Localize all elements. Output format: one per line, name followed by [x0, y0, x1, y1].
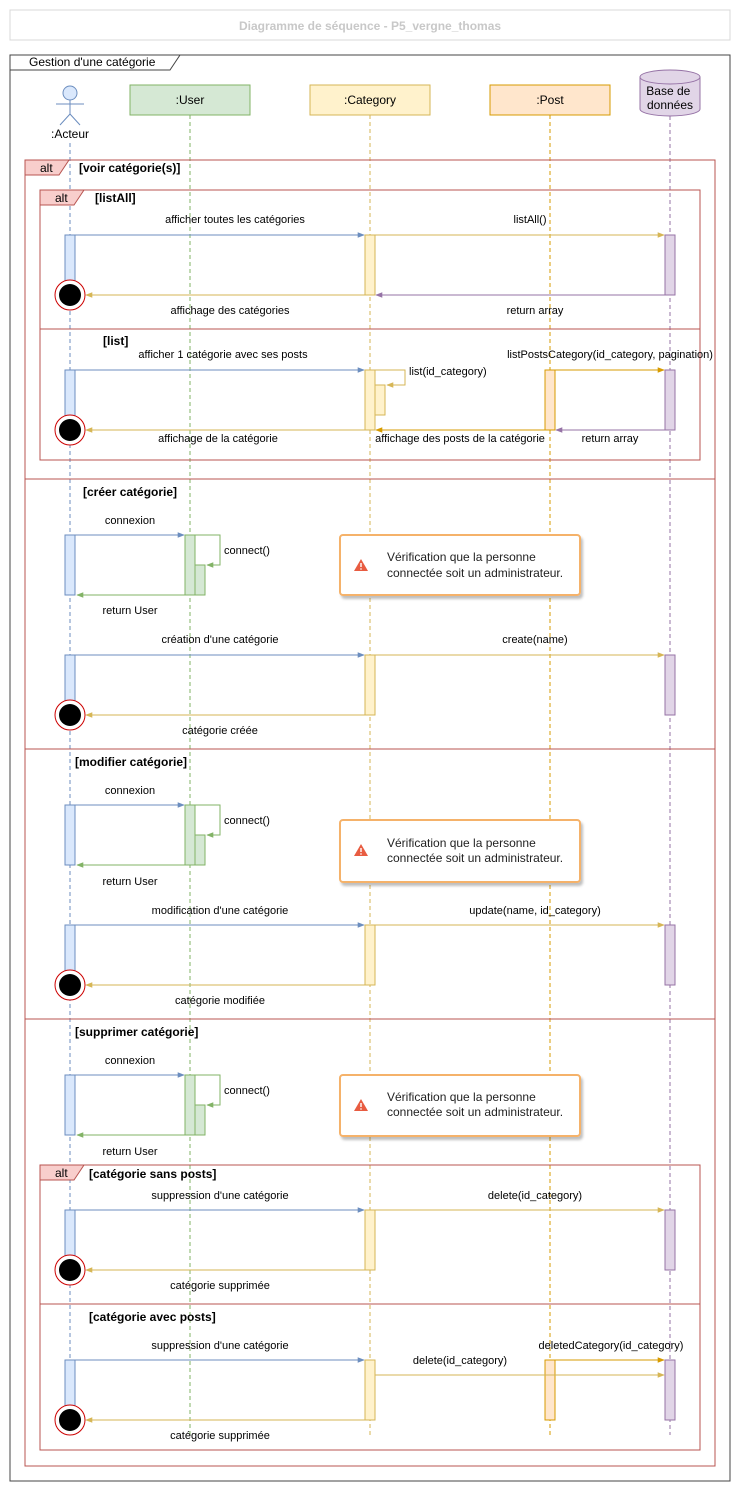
- message-afficher-une: afficher 1 catégorie avec ses posts: [138, 349, 308, 361]
- end-state-icon: [54, 1404, 86, 1436]
- participant-category: [309, 84, 431, 116]
- guard-modifier: [modifier catégorie]: [75, 755, 187, 769]
- message-update-call: update(name, id_category): [469, 905, 600, 917]
- alt-label: alt: [55, 1166, 68, 1180]
- diagram-title: Diagramme de séquence - P5_vergne_thomas: [239, 19, 501, 33]
- guard-supprimer: [supprimer catégorie]: [75, 1025, 198, 1039]
- warning-icon: [354, 844, 368, 856]
- message-suppression: suppression d'une catégorie: [151, 1340, 288, 1352]
- guard-voir-categories: [voir catégorie(s)]: [79, 161, 180, 175]
- message-self-call: [195, 804, 221, 838]
- guard-list: [list]: [103, 334, 128, 348]
- note-line1: Vérification que la personne: [387, 550, 536, 564]
- end-state-icon: [54, 1254, 86, 1286]
- message-list-posts-call: listPostsCategory(id_category, paginatio…: [507, 349, 713, 361]
- guard-listall: [listAll]: [95, 191, 136, 205]
- alt-label: alt: [40, 161, 53, 175]
- actor: :Acteur: [51, 85, 89, 141]
- message-connexion: connexion: [105, 515, 155, 527]
- alt-fragment-listall: [39, 189, 701, 461]
- message-list-call: list(id_category): [409, 366, 487, 378]
- message-affichage-posts: affichage des posts de la catégorie: [375, 433, 545, 445]
- message-connect-call: connect(): [224, 1085, 270, 1097]
- end-state-icon: [54, 699, 86, 731]
- message-delete-call: delete(id_category): [413, 1355, 507, 1367]
- message-listall-call: listAll(): [514, 214, 547, 226]
- alt-tab: [24, 159, 70, 176]
- message-deleted-category-call: deletedCategory(id_category): [539, 1340, 684, 1352]
- guard-sans-posts: [catégorie sans posts]: [89, 1167, 216, 1181]
- message-categorie-supprimee: catégorie supprimée: [170, 1280, 270, 1292]
- alt-label: alt: [55, 191, 68, 205]
- frame-label: Gestion d'une catégorie: [29, 55, 156, 69]
- message-categorie-supprimee: catégorie supprimée: [170, 1430, 270, 1442]
- message-creation: création d'une catégorie: [161, 634, 278, 646]
- note-line1: Vérification que la personne: [387, 1090, 536, 1104]
- warning-icon: [354, 1099, 368, 1111]
- actor-label: :Acteur: [51, 127, 89, 141]
- end-state-icon: [54, 279, 86, 311]
- outer-frame-tab: [9, 54, 181, 71]
- guard-avec-posts: [catégorie avec posts]: [89, 1310, 216, 1324]
- note-line2: connectée soit un administrateur.: [387, 566, 563, 580]
- message-delete-call: delete(id_category): [488, 1190, 582, 1202]
- admin-note: Vérification que la personne connectée s…: [339, 819, 581, 883]
- message-self-call: [375, 369, 406, 388]
- participant-user: [129, 84, 251, 116]
- alt-fragment-suppression: [39, 1164, 701, 1451]
- message-suppression: suppression d'une catégorie: [151, 1190, 288, 1202]
- message-categorie-creee: catégorie créée: [182, 725, 258, 737]
- end-state-icon: [54, 969, 86, 1001]
- participant-user-label: :User: [176, 93, 205, 107]
- message-connect-call: connect(): [224, 545, 270, 557]
- message-return-array: return array: [582, 433, 639, 445]
- message-return-user: return User: [102, 1146, 157, 1158]
- admin-note: Vérification que la personne connectée s…: [339, 1074, 581, 1137]
- guard-creer: [créer catégorie]: [83, 485, 177, 499]
- message-connect-call: connect(): [224, 815, 270, 827]
- message-affichage-categorie: affichage de la catégorie: [158, 433, 278, 445]
- note-line1: Vérification que la personne: [387, 836, 536, 850]
- message-affichage-categories: affichage des catégories: [170, 305, 290, 317]
- message-create-call: create(name): [502, 634, 567, 646]
- participant-post: [489, 84, 611, 116]
- message-self-call: [195, 534, 221, 568]
- admin-note: Vérification que la personne connectée s…: [339, 534, 581, 596]
- participant-category-label: :Category: [344, 93, 396, 107]
- message-return-array: return array: [507, 305, 564, 317]
- participant-post-label: :Post: [536, 93, 564, 107]
- alt-fragment-main: [24, 159, 716, 1467]
- end-state-icon: [54, 414, 86, 446]
- note-line2: connectée soit un administrateur.: [387, 851, 563, 865]
- participant-database-icon: [639, 69, 701, 117]
- message-afficher-toutes: afficher toutes les catégories: [165, 214, 305, 226]
- title-box: [9, 9, 731, 41]
- message-categorie-modifiee: catégorie modifiée: [175, 995, 265, 1007]
- actor-head-icon: [62, 85, 78, 101]
- message-self-call: [195, 1074, 221, 1108]
- database-label-line2: données: [647, 98, 693, 112]
- message-modification: modification d'une catégorie: [152, 905, 289, 917]
- alt-tab: [39, 1164, 85, 1181]
- message-return-user: return User: [102, 876, 157, 888]
- message-return-user: return User: [102, 605, 157, 617]
- outer-frame: [9, 54, 731, 1482]
- participant-database-label: Base de données: [646, 84, 693, 112]
- note-line2: connectée soit un administrateur.: [387, 1105, 563, 1119]
- database-label-line1: Base de: [646, 84, 690, 98]
- warning-icon: [354, 559, 368, 571]
- message-connexion: connexion: [105, 785, 155, 797]
- message-connexion: connexion: [105, 1055, 155, 1067]
- alt-tab: [39, 189, 85, 206]
